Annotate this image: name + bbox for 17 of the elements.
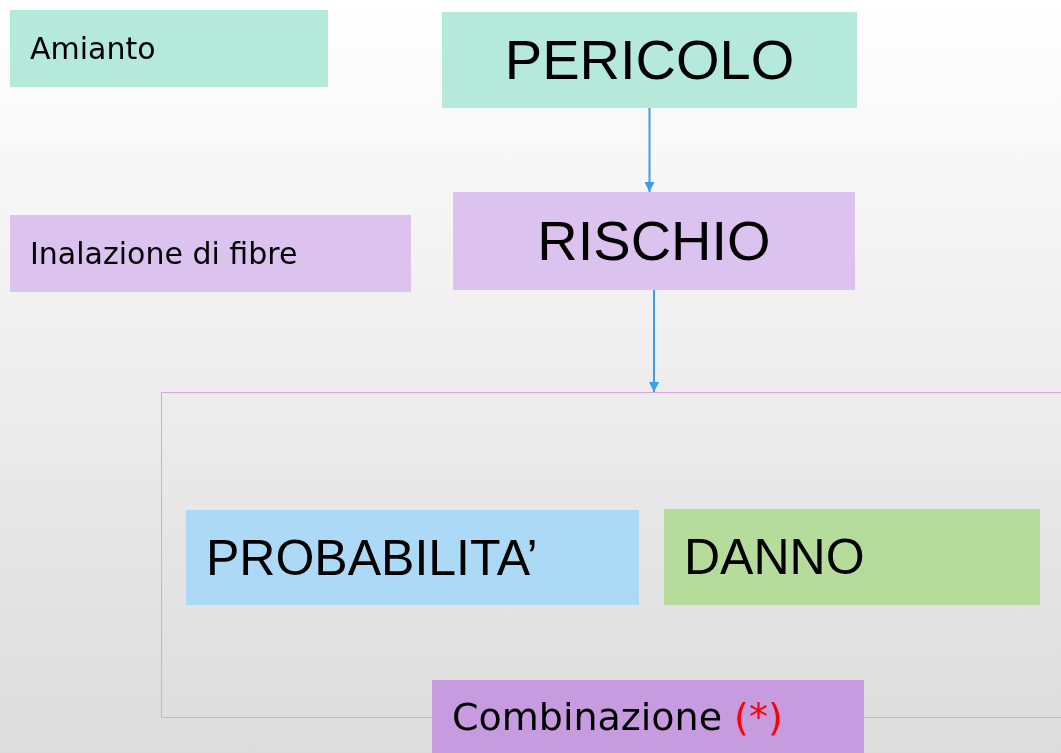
label-box	[10, 215, 411, 292]
arrow	[649, 289, 659, 393]
box-label: PERICOLO	[504, 32, 795, 88]
label-box	[453, 192, 855, 290]
box-label: PROBABILITA’	[206, 532, 538, 583]
label-box	[432, 680, 864, 753]
box-label: RISCHIO	[537, 213, 771, 269]
label-box	[442, 12, 857, 108]
box-label: Combinazione	[452, 697, 723, 736]
label-box	[186, 510, 639, 605]
box-label: Inalazione di fibre	[30, 238, 298, 269]
box-label: Amianto	[30, 33, 156, 64]
box-label: DANNO	[684, 532, 865, 582]
arrow	[644, 107, 655, 193]
box-label: (*)	[734, 697, 783, 736]
label-box	[10, 10, 328, 87]
label-box	[664, 509, 1040, 605]
